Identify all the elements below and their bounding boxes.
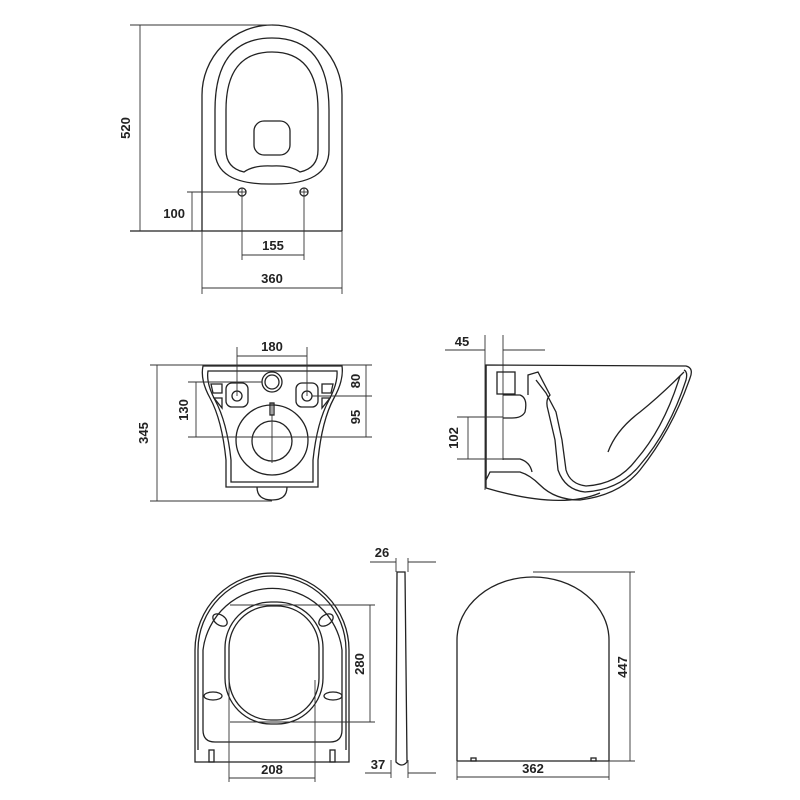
dim-447: 447	[615, 656, 630, 678]
seat-top: 447 362	[456, 571, 635, 780]
cover-outline	[456, 576, 610, 761]
seat-outline	[194, 572, 350, 763]
seat-rim	[202, 587, 343, 743]
side-trap-inner	[535, 375, 681, 487]
dim-280: 280	[352, 653, 367, 675]
bumper-bottom-left	[203, 691, 223, 701]
bumper-top-left	[212, 613, 228, 627]
cover-tab-right	[590, 757, 597, 762]
seat-outline-inner	[197, 575, 347, 750]
dim-155: 155	[262, 238, 284, 253]
rear-inner-outline	[207, 370, 338, 483]
side-view: 45 102	[445, 334, 692, 502]
side-inlet-block	[496, 371, 516, 395]
seat-opening	[224, 601, 324, 725]
dim-26: 26	[375, 545, 389, 560]
dim-37: 37	[371, 757, 385, 772]
seat-profile-outline	[395, 571, 408, 766]
side-outline	[485, 364, 692, 501]
seat-underside: 280 208	[194, 572, 375, 782]
bumper-bottom-right	[323, 691, 343, 701]
bowl-outlet	[253, 120, 291, 156]
bowl-inner	[225, 51, 319, 173]
dim-208: 208	[261, 762, 283, 777]
dim-345: 345	[136, 422, 151, 444]
dim-180: 180	[261, 339, 283, 354]
side-trap-outer	[527, 369, 688, 493]
dim-100: 100	[163, 206, 185, 221]
dim-360: 360	[261, 271, 283, 286]
inlet-inner	[264, 374, 280, 390]
bowl-outline	[201, 24, 343, 231]
cover-tab-left	[470, 757, 477, 762]
dim-520: 520	[118, 117, 133, 139]
hinge-right	[329, 749, 336, 763]
dim-45: 45	[455, 334, 469, 349]
side-inlet-pipe	[503, 394, 527, 419]
top-view: 520 100 155 360	[118, 24, 343, 294]
hinge-left	[208, 749, 215, 763]
seat-profile: 26 37	[365, 545, 436, 778]
rear-view: 180 345 130 80 95	[136, 339, 372, 502]
side-bowl-surface	[607, 371, 685, 453]
dim-130: 130	[176, 399, 191, 421]
outlet-slot	[269, 402, 275, 416]
dim-362: 362	[522, 761, 544, 776]
rib-right	[321, 383, 334, 410]
dim-80: 80	[348, 374, 363, 388]
bumper-top-right	[318, 613, 334, 627]
bowl-rim	[214, 37, 330, 185]
side-base	[485, 365, 601, 502]
rear-outline	[201, 365, 343, 488]
side-outlet-pipe	[503, 458, 533, 473]
rear-bottom-bulge	[256, 486, 288, 501]
dim-95: 95	[348, 410, 363, 424]
dim-102: 102	[446, 427, 461, 449]
rib-left	[210, 383, 223, 410]
seat-opening-inner	[228, 605, 320, 721]
